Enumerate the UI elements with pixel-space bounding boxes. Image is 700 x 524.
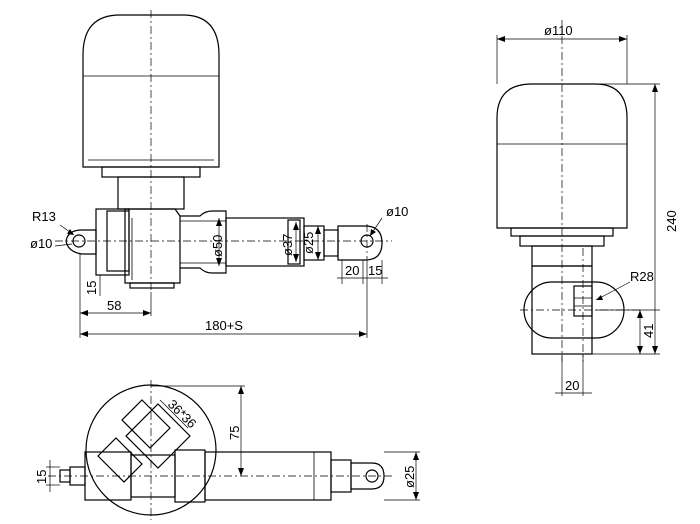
side-dimensions	[54, 217, 388, 338]
top-dimensions	[46, 385, 420, 501]
label-d10-left: ø10	[30, 236, 52, 251]
dimension-labels: R13 ø10 ø10 ø50 ø37 ø25 20 15 15 58 180+…	[30, 23, 679, 488]
label-h41: 41	[641, 324, 656, 338]
label-h15-top: 15	[34, 470, 49, 484]
label-l58: 58	[107, 298, 121, 313]
top-view	[48, 380, 395, 520]
front-gearbox	[523, 245, 625, 355]
front-view	[496, 20, 640, 362]
label-d50: ø50	[210, 235, 225, 257]
label-h15-left: 15	[84, 281, 99, 295]
label-w20: 20	[345, 263, 359, 278]
label-d25-top: ø25	[402, 466, 417, 488]
label-d10-right: ø10	[386, 204, 408, 219]
side-rod-end	[337, 225, 383, 261]
label-d37: ø37	[280, 234, 295, 256]
label-w15: 15	[368, 263, 382, 278]
label-h240: 240	[664, 210, 679, 232]
label-r13: R13	[32, 209, 56, 224]
label-d25-side: ø25	[301, 232, 316, 254]
label-l180s: 180+S	[205, 318, 243, 333]
side-gearbox	[95, 208, 181, 289]
label-h75: 75	[227, 426, 242, 440]
front-dimensions	[496, 35, 660, 396]
label-r28: R28	[630, 269, 654, 284]
label-d110: ø110	[544, 23, 573, 38]
label-w20-end: 20	[565, 378, 579, 393]
